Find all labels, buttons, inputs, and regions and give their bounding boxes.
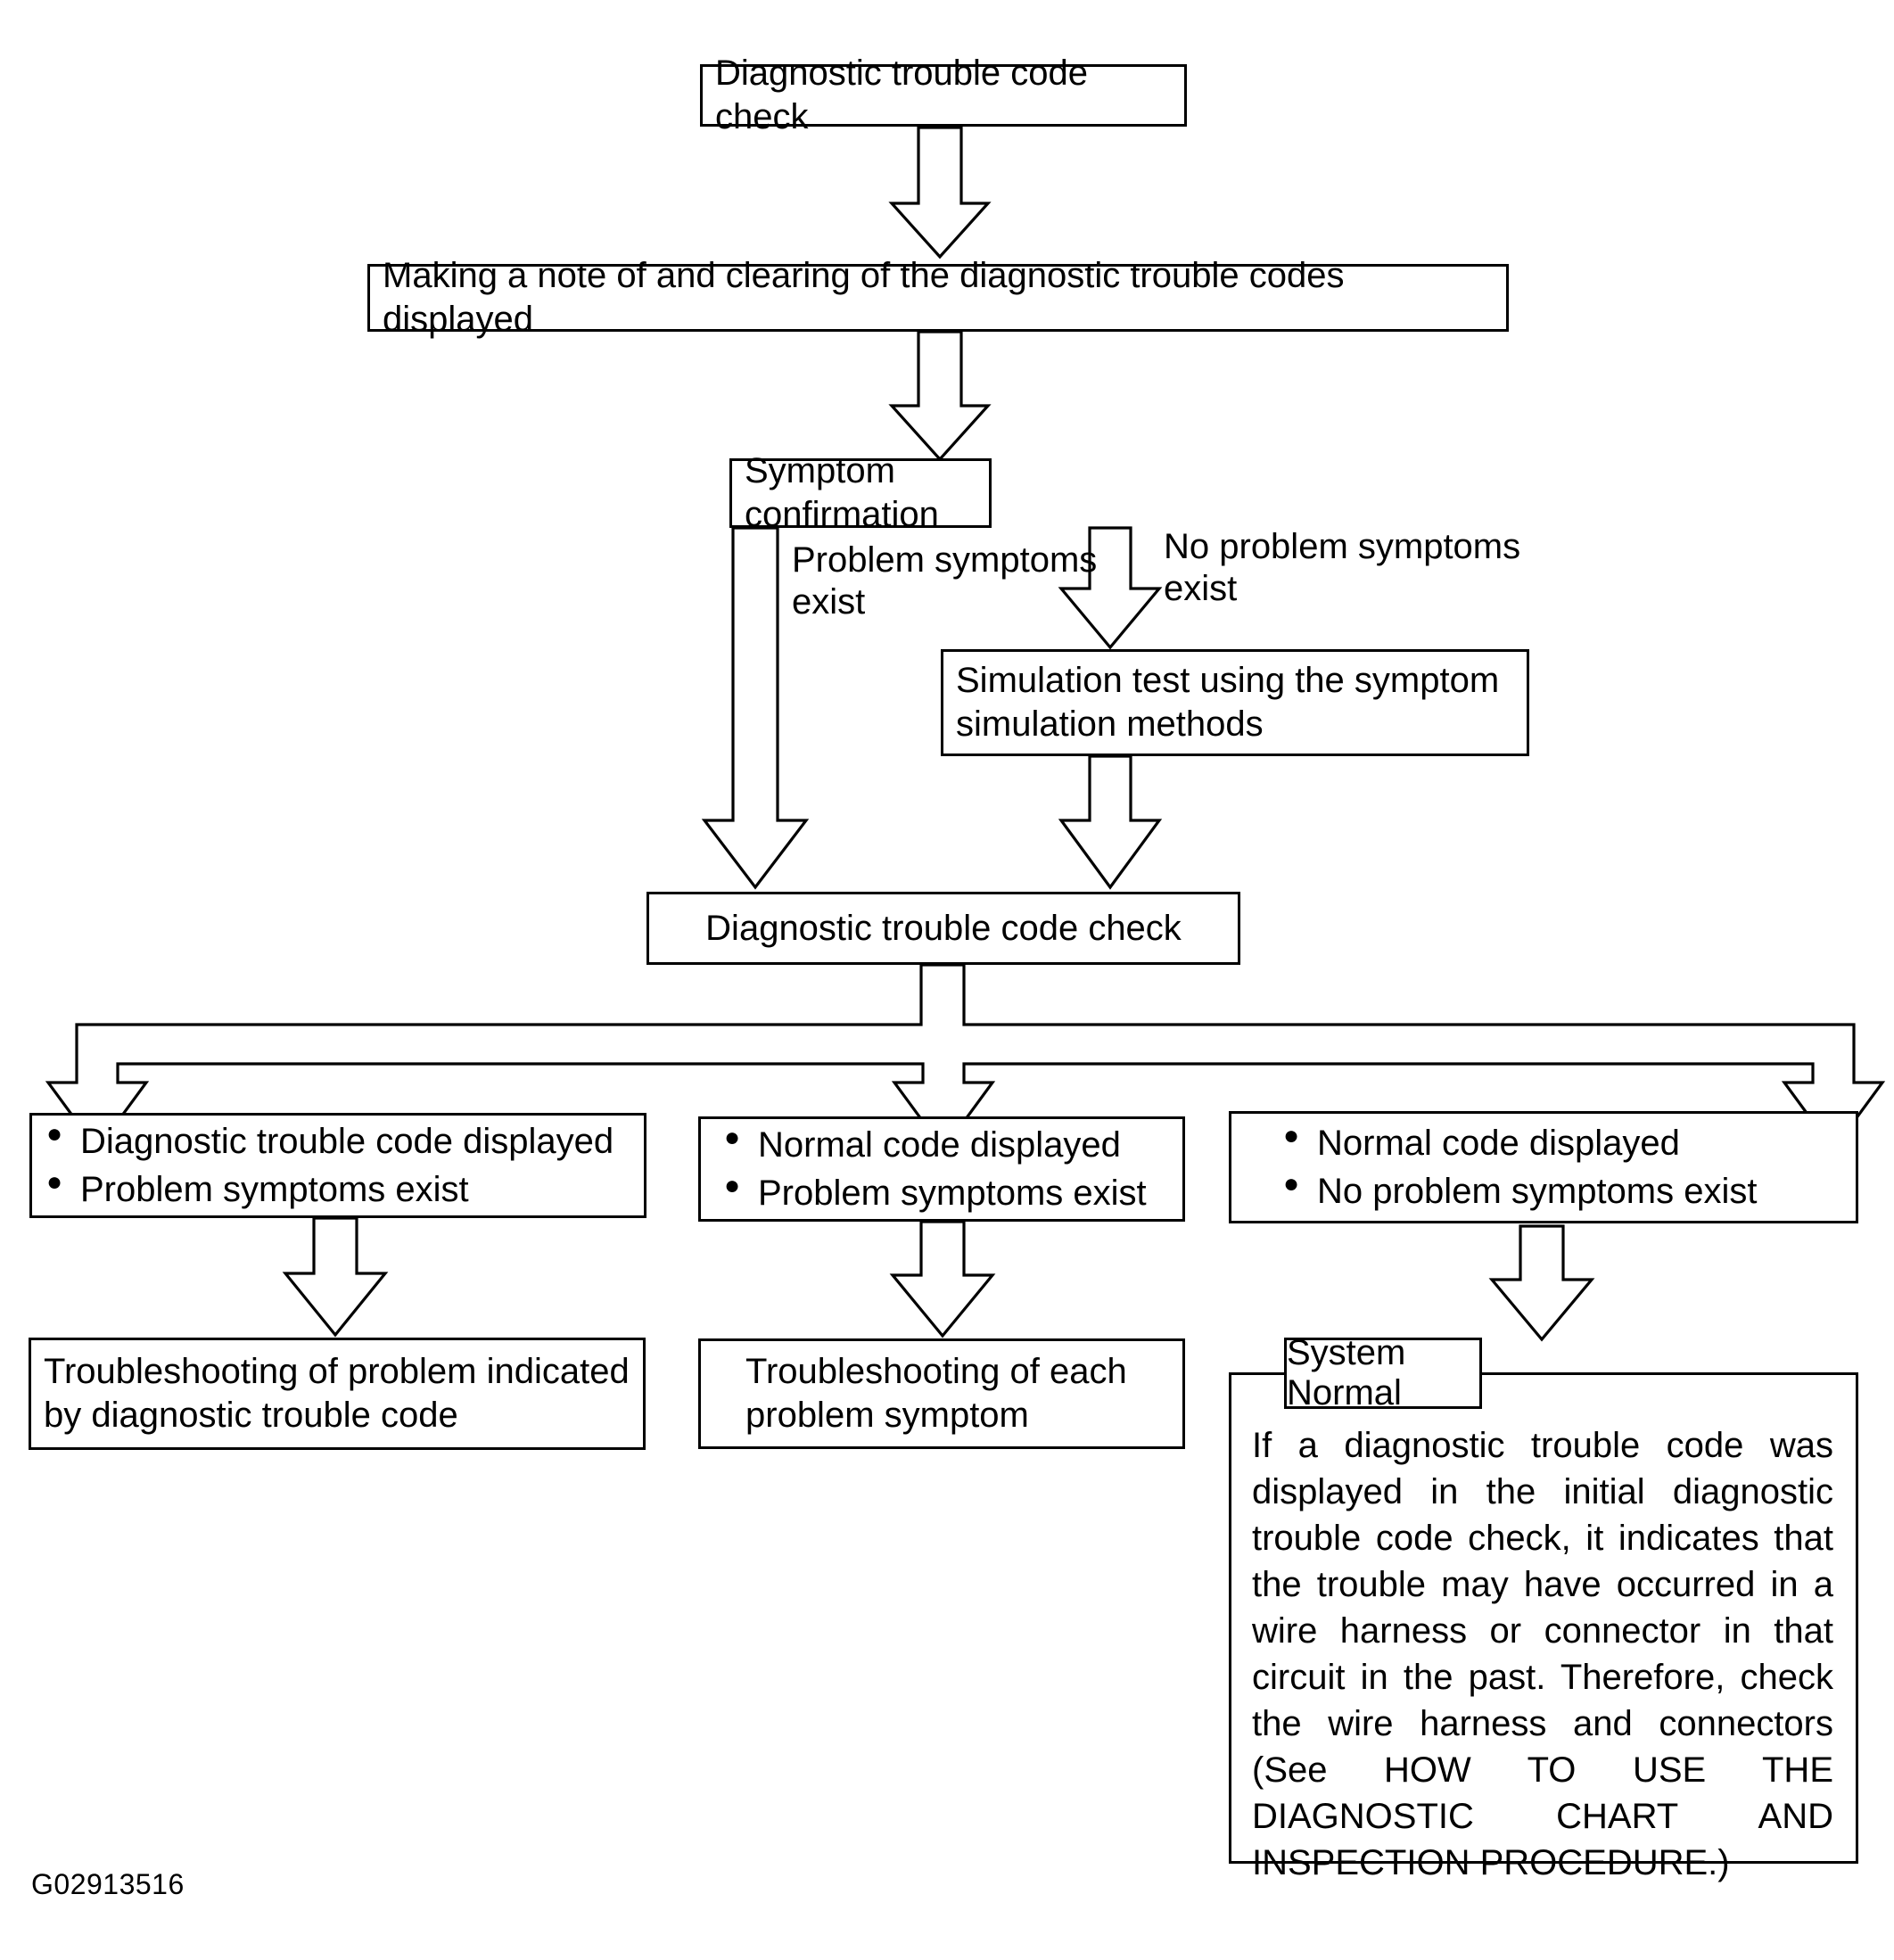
- node-make-note[interactable]: Making a note of and clearing of the dia…: [367, 256, 1509, 339]
- node-label: Symptom confirmation: [745, 451, 939, 534]
- arrow-down-left-result: [282, 1216, 389, 1338]
- node-label: Diagnostic trouble code check: [715, 54, 1089, 136]
- edge-label-problem-exists: Problem symptoms exist: [792, 540, 1098, 622]
- list-item: Normal code displayed: [1281, 1118, 1843, 1167]
- node-label: Making a note of and clearing of the dia…: [383, 256, 1345, 339]
- node-result-left[interactable]: Troubleshooting of problem indicated by …: [29, 1338, 646, 1450]
- list-item: Normal code displayed: [722, 1120, 1170, 1169]
- node-result-middle[interactable]: Troubleshooting of each problem symptom: [698, 1338, 1185, 1449]
- arrow-down-problem-exists: [701, 526, 810, 890]
- bullet-list: Normal code displayed Problem symptoms e…: [701, 1120, 1182, 1217]
- node-branch-left[interactable]: Diagnostic trouble code displayed Proble…: [29, 1113, 646, 1218]
- list-item: Diagnostic trouble code displayed: [45, 1116, 631, 1165]
- node-branch-middle[interactable]: Normal code displayed Problem symptoms e…: [698, 1116, 1185, 1222]
- node-dtc-check-top[interactable]: Diagnostic trouble code check: [700, 54, 1187, 136]
- list-item: Problem symptoms exist: [722, 1168, 1170, 1217]
- list-item: Problem symptoms exist: [45, 1165, 631, 1214]
- node-label: Simulation test using the symptom simula…: [956, 661, 1500, 744]
- edge-label-no-problem-exists: No problem symptoms exist: [1164, 527, 1521, 609]
- bullet-list: Normal code displayed No problem symptom…: [1231, 1118, 1856, 1215]
- system-normal-body: If a diagnostic trouble code was display…: [1252, 1426, 1833, 1882]
- figure-code: G02913516: [31, 1868, 185, 1900]
- node-simulation-test[interactable]: Simulation test using the symptom simula…: [941, 649, 1529, 756]
- arrow-down-make-note: [888, 330, 992, 462]
- list-item: No problem symptoms exist: [1281, 1166, 1843, 1215]
- node-label: Troubleshooting of each problem symptom: [745, 1352, 1127, 1435]
- arrow-down-simulation: [1058, 754, 1163, 890]
- arrow-down-middle-result: [889, 1220, 996, 1338]
- system-normal-title: System Normal: [1284, 1333, 1482, 1412]
- node-label: Troubleshooting of problem indicated by …: [44, 1352, 630, 1435]
- system-normal-title-text: System Normal: [1287, 1333, 1406, 1412]
- node-dtc-check-second[interactable]: Diagnostic trouble code check: [646, 892, 1240, 965]
- node-branch-right[interactable]: Normal code displayed No problem symptom…: [1229, 1111, 1858, 1223]
- arrow-down-top: [888, 126, 992, 259]
- node-label: Diagnostic trouble code check: [705, 908, 1182, 948]
- arrow-down-right-result: [1488, 1224, 1595, 1342]
- node-result-right[interactable]: [1229, 1372, 1858, 1864]
- bullet-list: Diagnostic trouble code displayed Proble…: [32, 1116, 644, 1214]
- node-symptom-confirmation[interactable]: Symptom confirmation: [729, 451, 992, 534]
